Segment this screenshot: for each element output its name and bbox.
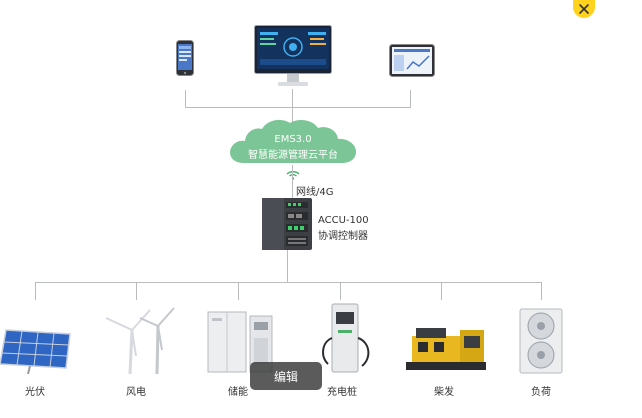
close-icon <box>579 4 589 14</box>
device-label-generator: 柴发 <box>434 387 454 398</box>
connector-line <box>410 90 411 108</box>
device-label-solar: 光伏 <box>25 387 45 398</box>
tablet-icon <box>389 44 435 77</box>
device-label-charging: 充电桩 <box>327 387 357 398</box>
wind-turbine-icon <box>105 307 175 375</box>
solar-panel-icon <box>0 329 71 374</box>
connector-line <box>541 282 542 300</box>
cloud-subtitle: 智慧能源管理云平台 <box>248 150 338 161</box>
device-label-load: 负荷 <box>531 387 551 398</box>
device-label-storage: 储能 <box>228 387 248 398</box>
connector-line <box>185 90 186 108</box>
controller-device <box>262 198 312 250</box>
connector-line <box>238 282 239 300</box>
controller-name: 协调控制器 <box>318 231 368 242</box>
wifi-icon <box>286 171 300 180</box>
cloud-shape <box>230 119 357 163</box>
connector-line <box>292 165 293 200</box>
link-label: 网线/4G <box>296 187 334 198</box>
monitor-icon <box>254 25 332 86</box>
diesel-generator-icon <box>406 328 486 370</box>
edit-button[interactable]: 编辑 <box>250 362 322 390</box>
connector-line <box>35 282 542 283</box>
connector-line <box>340 282 341 300</box>
connector-line <box>185 107 411 108</box>
load-unit-icon <box>519 308 563 374</box>
device-label-wind: 风电 <box>126 387 146 398</box>
energy-storage-icon <box>207 311 273 373</box>
connector-line <box>287 250 288 282</box>
connector-line <box>292 89 293 123</box>
connector-line <box>35 282 36 300</box>
connector-line <box>136 282 137 300</box>
smartphone-icon <box>176 40 194 76</box>
controller-model: ACCU-100 <box>318 215 369 226</box>
cloud-title: EMS3.0 <box>274 134 312 145</box>
charging-pile-icon <box>322 303 370 373</box>
connector-line <box>441 282 442 300</box>
close-button[interactable] <box>573 0 595 18</box>
